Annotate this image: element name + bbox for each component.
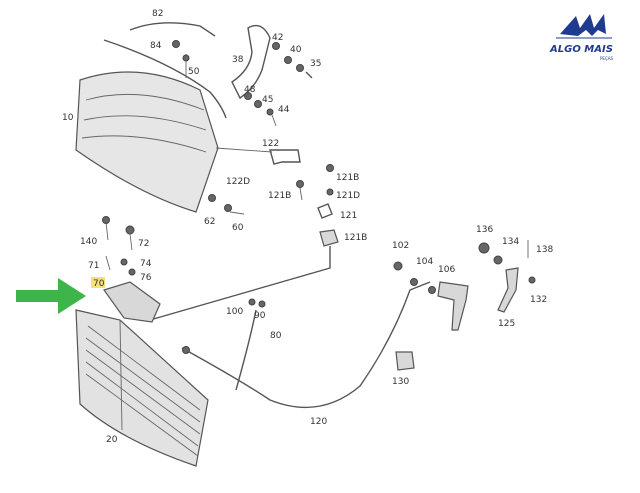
label-72: 72	[138, 239, 149, 249]
label-44: 44	[278, 105, 290, 115]
bolt-84	[172, 40, 180, 48]
highlight-box	[91, 277, 105, 288]
label-102: 102	[392, 241, 409, 251]
lever-125	[497, 267, 519, 313]
label-50: 50	[188, 67, 200, 77]
hinge-38	[231, 24, 271, 100]
radiator-grille	[75, 309, 209, 467]
label-10: 10	[62, 113, 74, 123]
label-104: 104	[416, 257, 433, 267]
label-70: 70	[93, 279, 105, 289]
label-60: 60	[232, 223, 244, 233]
support-rod-80	[235, 309, 257, 391]
label-121d: 121D	[336, 191, 360, 201]
label-76: 76	[140, 273, 152, 283]
label-136: 136	[476, 225, 493, 235]
grommet-130	[395, 351, 415, 371]
label-48: 48	[244, 85, 256, 95]
release-cable-120	[181, 281, 431, 409]
label-125: 125	[498, 319, 515, 329]
label-20: 20	[106, 435, 118, 445]
algo-mais-logo: ALGO MAIS PEÇAS	[549, 14, 613, 61]
logo-subtext: PEÇAS	[600, 56, 613, 61]
label-40: 40	[290, 45, 302, 55]
label-42: 42	[272, 33, 283, 43]
label-140: 140	[80, 237, 97, 247]
label-121: 121	[340, 211, 357, 221]
bracket-82	[129, 22, 216, 37]
label-82: 82	[152, 9, 163, 19]
seal-strip	[103, 39, 227, 119]
label-100: 100	[226, 307, 243, 317]
hood-panel	[75, 71, 219, 213]
label-35: 35	[310, 59, 321, 69]
connector-121b	[319, 229, 339, 247]
label-121b-a: 121B	[268, 191, 291, 201]
release-cable-upper	[149, 246, 331, 321]
label-90: 90	[254, 311, 266, 321]
label-121b-b: 121B	[336, 173, 359, 183]
label-122: 122	[262, 139, 279, 149]
label-84: 84	[150, 41, 162, 51]
label-38: 38	[232, 55, 244, 65]
label-74: 74	[140, 259, 152, 269]
label-138: 138	[536, 245, 553, 255]
label-106: 106	[438, 265, 455, 275]
label-62: 62	[204, 217, 215, 227]
bracket-122	[269, 149, 301, 165]
label-45: 45	[262, 95, 273, 105]
label-71: 71	[88, 261, 99, 271]
label-132: 132	[530, 295, 547, 305]
label-122d: 122D	[226, 177, 250, 187]
label-134: 134	[502, 237, 519, 247]
release-handle	[437, 281, 469, 331]
label-121b-c: 121B	[344, 233, 367, 243]
pointer-arrow	[16, 278, 86, 314]
label-130: 130	[392, 377, 409, 387]
label-80: 80	[270, 331, 282, 341]
label-120: 120	[310, 417, 327, 427]
latch-70	[103, 281, 161, 323]
logo-text: ALGO MAIS	[549, 44, 613, 55]
